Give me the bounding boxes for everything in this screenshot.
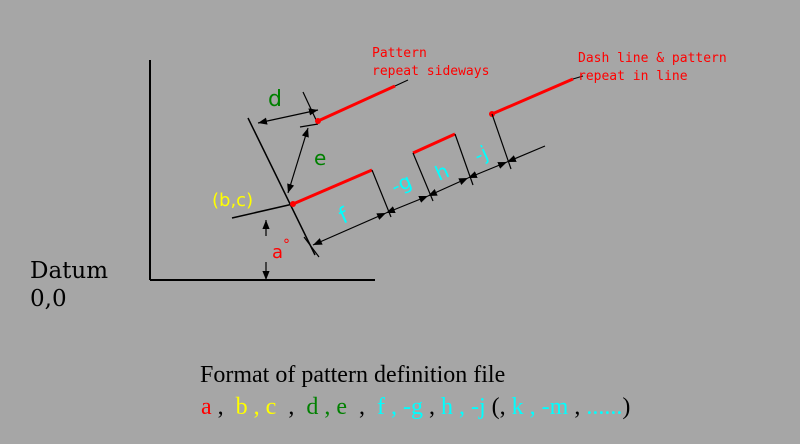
origin-point-bc [290,201,296,207]
dash-annotation-leader [572,75,584,80]
e-extension-line [299,123,319,128]
dim-h [427,177,469,197]
d-dimension-line [257,108,319,125]
dim-f [312,212,387,246]
dash-f [292,168,373,206]
e-dimension-line [287,127,309,194]
format-token: -m [541,394,569,420]
label-angle-a: a [272,242,283,263]
format-token: k [511,394,524,420]
annotation-pattern-line2: repeat sideways [372,64,489,79]
label-e: e [314,146,326,170]
format-token: , [523,394,542,420]
label-h: h [431,158,452,185]
tick-g-end [412,152,434,202]
format-token: c [265,394,277,420]
format-token: , [318,394,337,420]
format-token: d [306,394,319,420]
format-token: , [247,394,266,420]
format-definition-line: a , b , c , d , e , f , -g , h , -j (, k… [201,394,630,421]
annotation-dash-line2: repeat in line [578,69,688,84]
format-token: e [336,394,347,420]
tick-f-start [303,236,320,258]
tick-j-end [491,113,512,170]
format-token: , [384,394,403,420]
format-token: -j [470,394,486,420]
dash-upper-pattern [317,84,396,123]
annotation-pattern-line1: Pattern [372,46,427,61]
label-g: -g [387,169,415,199]
dim-g [385,195,429,214]
format-token: ...... [586,394,623,420]
format-token: , [276,394,307,420]
bc-horizontal-leader [231,203,294,219]
dash-h [412,132,456,155]
format-token: a [201,394,212,420]
label-f: f [335,203,353,229]
format-token: ) [622,394,631,420]
label-j: -j [470,140,491,167]
format-token: , [568,394,587,420]
dash-right-pattern [491,77,574,116]
label-origin: 0,0 [30,286,67,312]
pattern-annotation-leader [394,79,409,87]
format-token: b [235,394,248,420]
format-token: h [440,394,453,420]
dim-tail [506,145,546,163]
format-token: , [211,394,236,420]
d-extension-line [302,91,319,125]
format-token: f [376,394,385,420]
label-angle-degree: ° [283,237,290,253]
perpendicular-reference-line [247,117,316,256]
annotation-dash-line1: Dash line & pattern [578,51,727,66]
label-d: d [268,87,282,112]
format-token: , [346,394,377,420]
format-token: , [422,394,441,420]
upper-pattern-point [315,118,321,124]
label-datum: Datum [30,258,108,284]
format-token: , [452,394,471,420]
format-token: (, [485,394,512,420]
format-title: Format of pattern definition file [200,362,506,388]
dim-j [467,161,508,179]
format-token: -g [402,394,423,420]
label-bc: (b,c) [212,190,253,211]
